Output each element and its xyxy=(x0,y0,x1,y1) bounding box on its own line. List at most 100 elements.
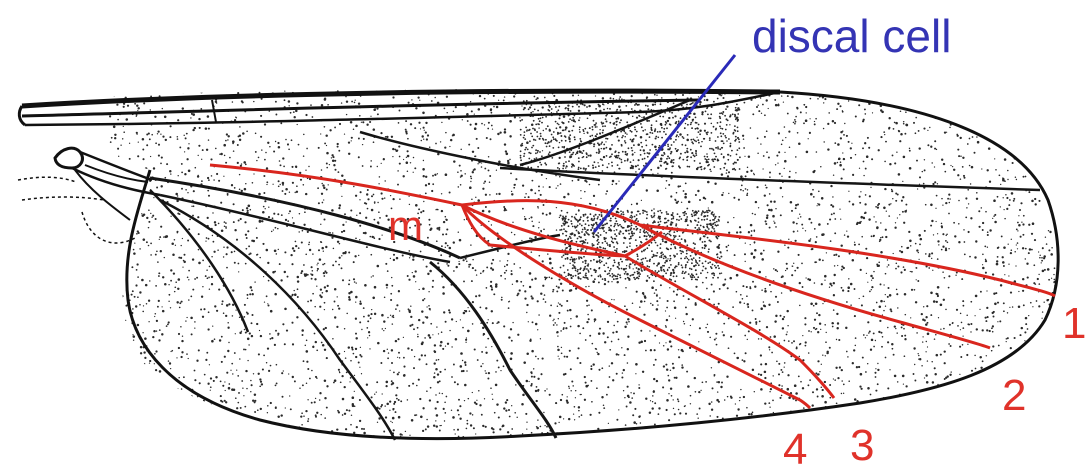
stipple-dot xyxy=(311,266,313,268)
stipple-dot xyxy=(595,214,597,216)
stipple-dot xyxy=(484,98,486,100)
stipple-dot xyxy=(730,336,732,338)
stipple-dot xyxy=(658,407,660,409)
stipple-dot xyxy=(858,104,860,106)
stipple-dot xyxy=(1003,310,1005,312)
stipple-dot xyxy=(274,344,276,346)
stipple-dot xyxy=(755,201,757,203)
stipple-dot xyxy=(407,275,409,277)
stipple-dot xyxy=(968,324,970,326)
stipple-dot xyxy=(947,241,949,243)
stipple-dot xyxy=(860,216,863,219)
stipple-dot xyxy=(378,211,380,213)
stipple-dot xyxy=(392,198,394,200)
stipple-dot xyxy=(433,424,435,426)
stipple-dot xyxy=(180,441,182,443)
stipple-dot xyxy=(750,224,753,227)
stipple-dot xyxy=(989,121,991,123)
stipple-dot xyxy=(746,407,748,409)
stipple-dot xyxy=(779,423,781,425)
stipple-dot xyxy=(854,398,857,401)
stipple-dot xyxy=(841,369,843,371)
stipple-dot xyxy=(482,188,484,190)
stipple-dot xyxy=(122,353,124,355)
stipple-dot xyxy=(878,445,880,447)
stipple-dot xyxy=(996,101,997,102)
stipple-dot xyxy=(195,167,197,169)
stipple-dot xyxy=(1026,394,1028,396)
stipple-dot xyxy=(275,101,277,103)
stipple-dot xyxy=(859,298,860,299)
stipple-dot xyxy=(871,158,873,160)
stipple-dot xyxy=(334,126,336,128)
stipple-dot xyxy=(808,218,810,220)
stipple-dot xyxy=(624,397,625,398)
stipple-dot xyxy=(973,424,975,426)
stipple-dot xyxy=(359,367,360,368)
stipple-dot xyxy=(660,157,663,160)
stipple-dot xyxy=(856,223,858,225)
stipple-dot xyxy=(516,280,519,283)
stipple-dot xyxy=(680,153,682,155)
stipple-dot xyxy=(258,353,260,355)
stipple-dot xyxy=(157,306,159,308)
stipple-dot xyxy=(558,312,560,314)
stipple-dot xyxy=(636,291,638,293)
stipple-dot xyxy=(987,426,989,428)
stipple-dot xyxy=(126,374,128,376)
stipple-dot xyxy=(699,130,701,132)
stipple-dot xyxy=(383,320,385,322)
stipple-dot xyxy=(1041,332,1043,334)
stipple-dot xyxy=(1002,256,1004,258)
stipple-dot xyxy=(441,122,442,123)
stipple-dot xyxy=(627,323,628,324)
stipple-dot xyxy=(266,362,267,363)
stipple-dot xyxy=(684,405,686,407)
stipple-dot xyxy=(942,233,944,235)
stipple-dot xyxy=(994,158,995,159)
stipple-dot xyxy=(457,429,459,431)
stipple-dot xyxy=(670,272,672,274)
stipple-dot xyxy=(509,120,512,123)
stipple-dot xyxy=(136,132,138,134)
stipple-dot xyxy=(876,427,878,429)
stipple-dot xyxy=(889,445,891,447)
stipple-dot xyxy=(712,387,714,389)
stipple-dot xyxy=(904,355,906,357)
stipple-dot xyxy=(246,237,248,239)
stipple-dot xyxy=(825,341,827,343)
stipple-dot xyxy=(881,111,884,114)
stipple-dot xyxy=(544,425,545,426)
stipple-dot xyxy=(496,170,497,171)
stipple-dot xyxy=(1052,322,1054,324)
stipple-dot xyxy=(898,437,899,438)
stipple-dot xyxy=(763,250,765,252)
stipple-dot xyxy=(768,209,770,211)
stipple-dot xyxy=(203,308,205,310)
stipple-dot xyxy=(847,286,850,289)
stipple-dot xyxy=(535,139,537,141)
stipple-dot xyxy=(301,412,303,414)
stipple-dot xyxy=(112,230,114,232)
stipple-dot xyxy=(485,206,487,208)
stipple-dot xyxy=(877,363,878,364)
stipple-dot xyxy=(782,196,783,197)
stipple-dot xyxy=(381,314,384,317)
stipple-dot xyxy=(240,407,242,409)
stipple-dot xyxy=(337,171,339,173)
stipple-dot xyxy=(461,175,463,177)
stipple-dot xyxy=(641,117,642,118)
stipple-dot xyxy=(204,374,206,376)
stipple-dot xyxy=(860,373,863,376)
stipple-dot xyxy=(365,217,367,219)
stipple-dot xyxy=(1061,293,1063,295)
stipple-dot xyxy=(129,143,130,144)
stipple-dot xyxy=(681,264,683,266)
stipple-dot xyxy=(1052,348,1054,350)
stipple-dot xyxy=(923,128,925,130)
stipple-dot xyxy=(369,335,371,337)
stipple-dot xyxy=(386,403,389,406)
stipple-dot xyxy=(570,220,572,222)
stipple-dot xyxy=(679,133,682,136)
stipple-dot xyxy=(150,434,151,435)
